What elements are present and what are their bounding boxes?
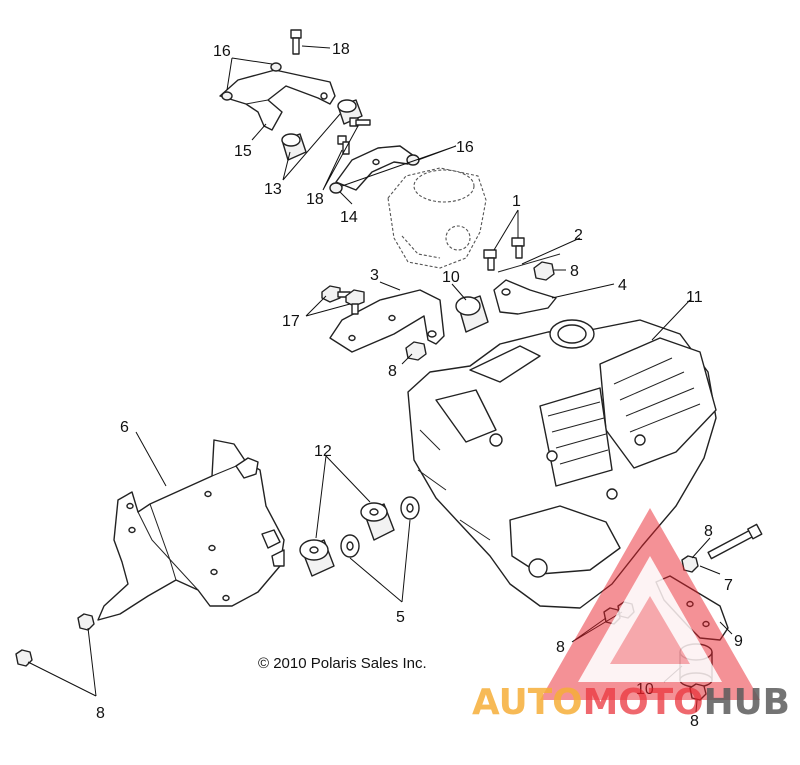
- bolt-7: [707, 523, 763, 560]
- mount-bracket-6: [97, 439, 285, 621]
- engine-mount-10-top: [455, 295, 489, 333]
- bushing-13b: [281, 133, 307, 161]
- bracket-4: [493, 279, 557, 315]
- callout-8-right: 8: [704, 523, 713, 540]
- callout-8-lower: 8: [556, 639, 565, 656]
- callout-11: 11: [686, 289, 703, 306]
- callout-6: 6: [120, 419, 129, 436]
- bracket-3: [329, 289, 445, 353]
- svg-text:AUTOMOTOHUB: AUTOMOTOHUB: [472, 682, 790, 723]
- watermark-word-moto: MOTO: [583, 682, 704, 723]
- shim: [497, 253, 561, 273]
- washer-5b: [340, 534, 360, 558]
- bolt-1b: [511, 237, 525, 259]
- bolt-17b: [345, 289, 365, 315]
- callout-numbers: 16 18 15 13 18 14 16 1 2 8 4 3 10 11 17 …: [96, 41, 743, 730]
- nut-8-left: [15, 649, 33, 667]
- callout-16-right: 16: [456, 139, 474, 156]
- callout-2: 2: [574, 227, 583, 244]
- callout-10-bottom: 10: [636, 681, 654, 698]
- upper-mount-bracket: [219, 62, 336, 131]
- callout-15: 15: [234, 143, 252, 160]
- callout-8-top: 8: [570, 263, 579, 280]
- bolt-1a: [483, 249, 497, 271]
- nut-8-bracket: [77, 613, 95, 631]
- callout-14: 14: [340, 209, 358, 226]
- engine-mount-12a: [360, 502, 395, 541]
- callout-9: 9: [734, 633, 743, 650]
- watermark-triangle-inner: [578, 556, 722, 682]
- callout-8-mid: 8: [388, 363, 397, 380]
- callout-5: 5: [396, 609, 405, 626]
- bolt-top: [290, 29, 302, 55]
- engine-assembly: [407, 319, 717, 609]
- callout-10-top: 10: [442, 269, 460, 286]
- bushing-13a: [337, 99, 363, 125]
- callout-8-bottom: 8: [690, 713, 699, 730]
- carburetor: [387, 167, 487, 269]
- callout-4: 4: [618, 277, 627, 294]
- callout-18-top: 18: [332, 41, 350, 58]
- callout-16-top: 16: [213, 43, 231, 60]
- nut-8-bottom: [689, 683, 707, 701]
- nut-8-right: [681, 555, 699, 573]
- engine-mount-12b: [299, 539, 335, 577]
- watermark-word-auto: AUTO: [472, 682, 583, 723]
- watermark-triangle-core: [610, 596, 690, 664]
- callout-8-left: 8: [96, 705, 105, 722]
- callout-7: 7: [724, 577, 733, 594]
- callout-13: 13: [264, 181, 282, 198]
- bolt-small-a: [349, 117, 371, 127]
- callout-18-mid: 18: [306, 191, 324, 208]
- callout-1: 1: [512, 193, 521, 210]
- callout-3: 3: [370, 267, 379, 284]
- washer-5a: [400, 496, 420, 520]
- watermark-word-hub: HUB: [704, 682, 790, 723]
- nut-8-top: [533, 261, 555, 281]
- callout-17: 17: [282, 313, 300, 330]
- copyright-notice: © 2010 Polaris Sales Inc.: [258, 655, 427, 672]
- watermark-logo: AUTOMOTOHUB: [472, 508, 790, 723]
- callout-12: 12: [314, 443, 332, 460]
